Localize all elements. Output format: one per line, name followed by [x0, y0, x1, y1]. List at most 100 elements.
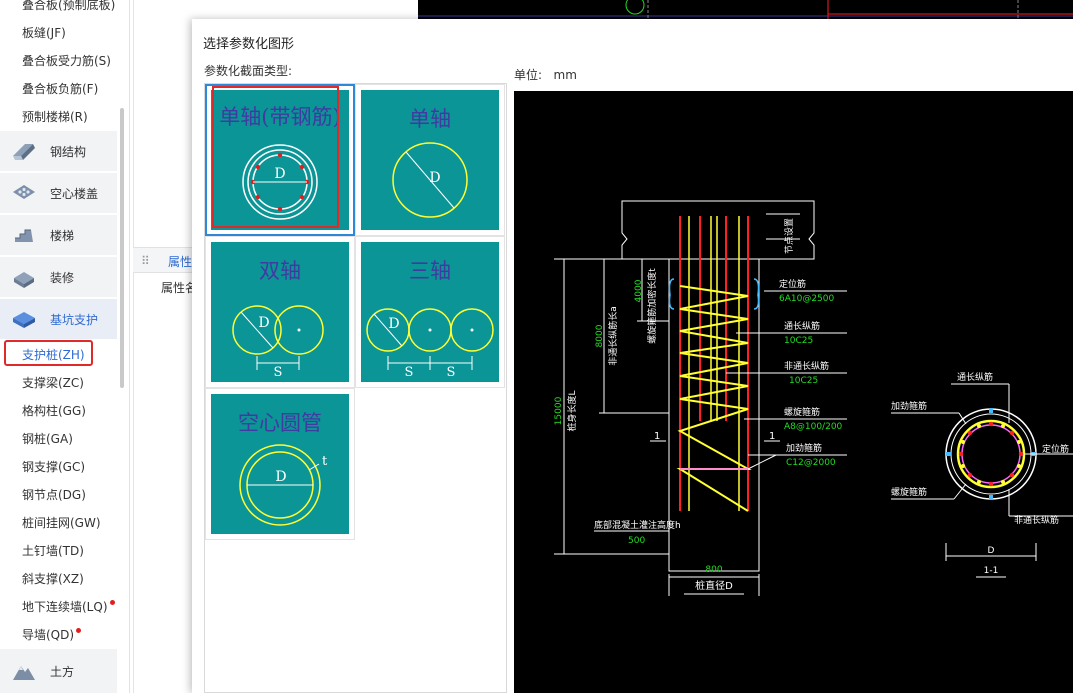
shape-preview: 单轴 D [361, 90, 499, 230]
cs-locator-label: 定位筋 [1042, 443, 1069, 455]
shape-preview: 双轴 D S [211, 242, 349, 382]
annot-full-rebar-label: 通长纵筋 [784, 320, 820, 332]
spacing-s-label: S [405, 365, 414, 380]
sidebar-item-pile-mesh[interactable]: 桩间挂网(GW) [22, 516, 101, 530]
sidebar-item-support-beam[interactable]: 支撑梁(ZC) [22, 376, 84, 390]
decoration-icon [10, 265, 38, 289]
shape-tile-double-axis[interactable]: 双轴 D S [205, 236, 355, 388]
dimension-d-label: D [429, 170, 440, 186]
sidebar-category-hollow-floor[interactable]: 空心楼盖 [0, 173, 117, 213]
bottom-concrete-label: 底部混凝土灌注高度h [594, 519, 681, 531]
thickness-t-label: t [322, 454, 328, 469]
sidebar-item-label: 导墙(QD) [22, 628, 75, 642]
dim-label-4000: 4000 [634, 279, 644, 302]
select-parametric-shape-dialog: 选择参数化图形 参数化截面类型: 单位: mm 单轴(带钢筋) D [192, 19, 1073, 693]
cs-full-rebar-label: 通长纵筋 [957, 371, 993, 383]
cs-stiffener-label: 加劲箍筋 [891, 400, 927, 412]
sidebar-category-label: 装修 [50, 270, 75, 285]
non-full-rebar-length-label: 非通长纵筋长a [607, 306, 619, 366]
sidebar-item-steel-brace[interactable]: 钢支撑(GC) [22, 460, 86, 474]
pile-length-label: 桩身长度L [566, 390, 578, 431]
dimension-d-label: D [275, 469, 286, 485]
annot-non-full-rebar-label: 非通长纵筋 [784, 360, 829, 372]
annot-full-rebar-value: 10C25 [784, 336, 813, 346]
dim-label-800: 800 [705, 565, 722, 575]
sidebar-category-label: 钢结构 [50, 144, 87, 159]
sidebar-item-diaphragm-wall[interactable]: 地下连续墙(LQ) [22, 598, 115, 615]
hollow-floor-icon [10, 181, 38, 205]
shape-tile-hollow-tube[interactable]: 空心圆管 D t [205, 388, 355, 540]
sidebar-category-earthwork[interactable]: 土方 [0, 649, 117, 693]
stairs-icon [10, 223, 38, 247]
dim-label-500: 500 [628, 536, 645, 546]
shape-tile-triple-axis[interactable]: 三轴 D S S [355, 236, 505, 388]
section-type-label: 参数化截面类型: [204, 64, 293, 78]
dim-label-8000: 8000 [595, 324, 605, 347]
new-badge-dot [76, 628, 82, 633]
cad-viewport[interactable] [418, 0, 1073, 20]
shape-label: 三轴 [409, 259, 451, 283]
sidebar-scrollbar[interactable] [120, 108, 124, 388]
annot-spiral-label: 螺旋箍筋 [784, 406, 820, 418]
unit-value: mm [553, 68, 577, 82]
shape-list: 单轴(带钢筋) D 单轴 [204, 83, 507, 693]
pile-diameter-label: 桩直径D [695, 579, 733, 592]
steel-beam-icon [10, 139, 38, 163]
spacing-s-label: S [447, 365, 456, 380]
cs-non-full-rebar-label: 非通长纵筋 [1014, 514, 1059, 526]
shape-preview: 空心圆管 D t [211, 394, 349, 534]
sidebar-category-label: 基坑支护 [50, 312, 99, 327]
sidebar-category-pit-support[interactable]: 基坑支护 [0, 299, 117, 339]
unit-label: 单位: mm [514, 66, 577, 83]
sidebar-category-decoration[interactable]: 装修 [0, 257, 117, 297]
section-mark-right: 1 [769, 431, 775, 442]
sidebar-item-precast-stairs[interactable]: 预制楼梯(R) [22, 110, 88, 124]
annot-spiral-value: A8@100/200 [784, 422, 843, 432]
annot-stiffener-label: 加劲箍筋 [786, 442, 822, 454]
sidebar-item-support-pile[interactable]: 支护桩(ZH) [22, 348, 85, 362]
sidebar-item-slab-neg-rebar[interactable]: 叠合板负筋(F) [22, 82, 99, 96]
annot-locator-label: 定位筋 [779, 278, 806, 290]
new-badge-dot [109, 600, 115, 605]
annot-stiffener-value: C12@2000 [786, 458, 836, 468]
shape-tile-single-axis[interactable]: 单轴 D [355, 84, 505, 236]
sidebar-item-slab-main-rebar[interactable]: 叠合板受力筋(S) [22, 54, 111, 68]
annot-non-full-rebar-value: 10C25 [789, 376, 818, 386]
sidebar-item-slab-joint[interactable]: 板缝(JF) [22, 26, 66, 40]
sidebar-category-steel[interactable]: 钢结构 [0, 131, 117, 171]
spiral-dense-length-label: 螺旋箍筋加密长度t [646, 268, 658, 344]
sidebar-item-diagonal-brace[interactable]: 斜支撑(XZ) [22, 572, 84, 586]
drag-handle-icon[interactable]: ⠿ [141, 254, 150, 268]
sidebar-item-guide-wall[interactable]: 导墙(QD) [22, 626, 82, 643]
sidebar-category-stairs[interactable]: 楼梯 [0, 215, 117, 255]
sidebar-category-label: 楼梯 [50, 228, 75, 243]
dimension-d-label: D [274, 166, 285, 182]
shape-label: 空心圆管 [238, 411, 322, 435]
sidebar-category-label: 空心楼盖 [50, 186, 99, 201]
sidebar-item-lattice-column[interactable]: 格构柱(GG) [22, 404, 86, 418]
earthwork-icon [10, 659, 38, 683]
unit-caption: 单位: [514, 68, 543, 82]
annotation-highlight-box [212, 86, 339, 228]
dimension-d-label: D [388, 316, 399, 332]
cs-spiral-label: 螺旋箍筋 [891, 486, 927, 498]
sidebar: 叠合板(预制底板) 板缝(JF) 叠合板受力筋(S) 叠合板负筋(F) 预制楼梯… [0, 0, 130, 693]
sidebar-item-steel-node[interactable]: 钢节点(DG) [22, 488, 86, 502]
dim-label-15000: 15000 [554, 396, 564, 425]
shape-label: 双轴 [259, 259, 301, 283]
dimension-d-label: D [258, 315, 269, 331]
tab-properties[interactable]: 属性 [168, 255, 193, 269]
pit-support-icon [10, 307, 38, 331]
node-setting-label: 节点设置 [784, 218, 795, 254]
properties-column-header: 属性名 [161, 281, 198, 295]
sidebar-item-soil-nail-wall[interactable]: 土钉墙(TD) [22, 544, 84, 558]
sidebar-item-precast-slab[interactable]: 叠合板(预制底板) [22, 0, 116, 12]
cs-dim-d-label: D [988, 546, 995, 556]
shape-label: 单轴(带钢筋) [219, 105, 340, 129]
sidebar-item-steel-pile[interactable]: 钢桩(GA) [22, 432, 73, 446]
sidebar-category-label: 土方 [50, 664, 75, 679]
parametric-preview-drawing: 节点设置 [514, 91, 1073, 693]
spacing-s-label: S [274, 365, 283, 380]
annot-locator-value: 6A10@2500 [779, 294, 835, 304]
shape-tile-single-axis-rebar[interactable]: 单轴(带钢筋) D [205, 84, 355, 236]
